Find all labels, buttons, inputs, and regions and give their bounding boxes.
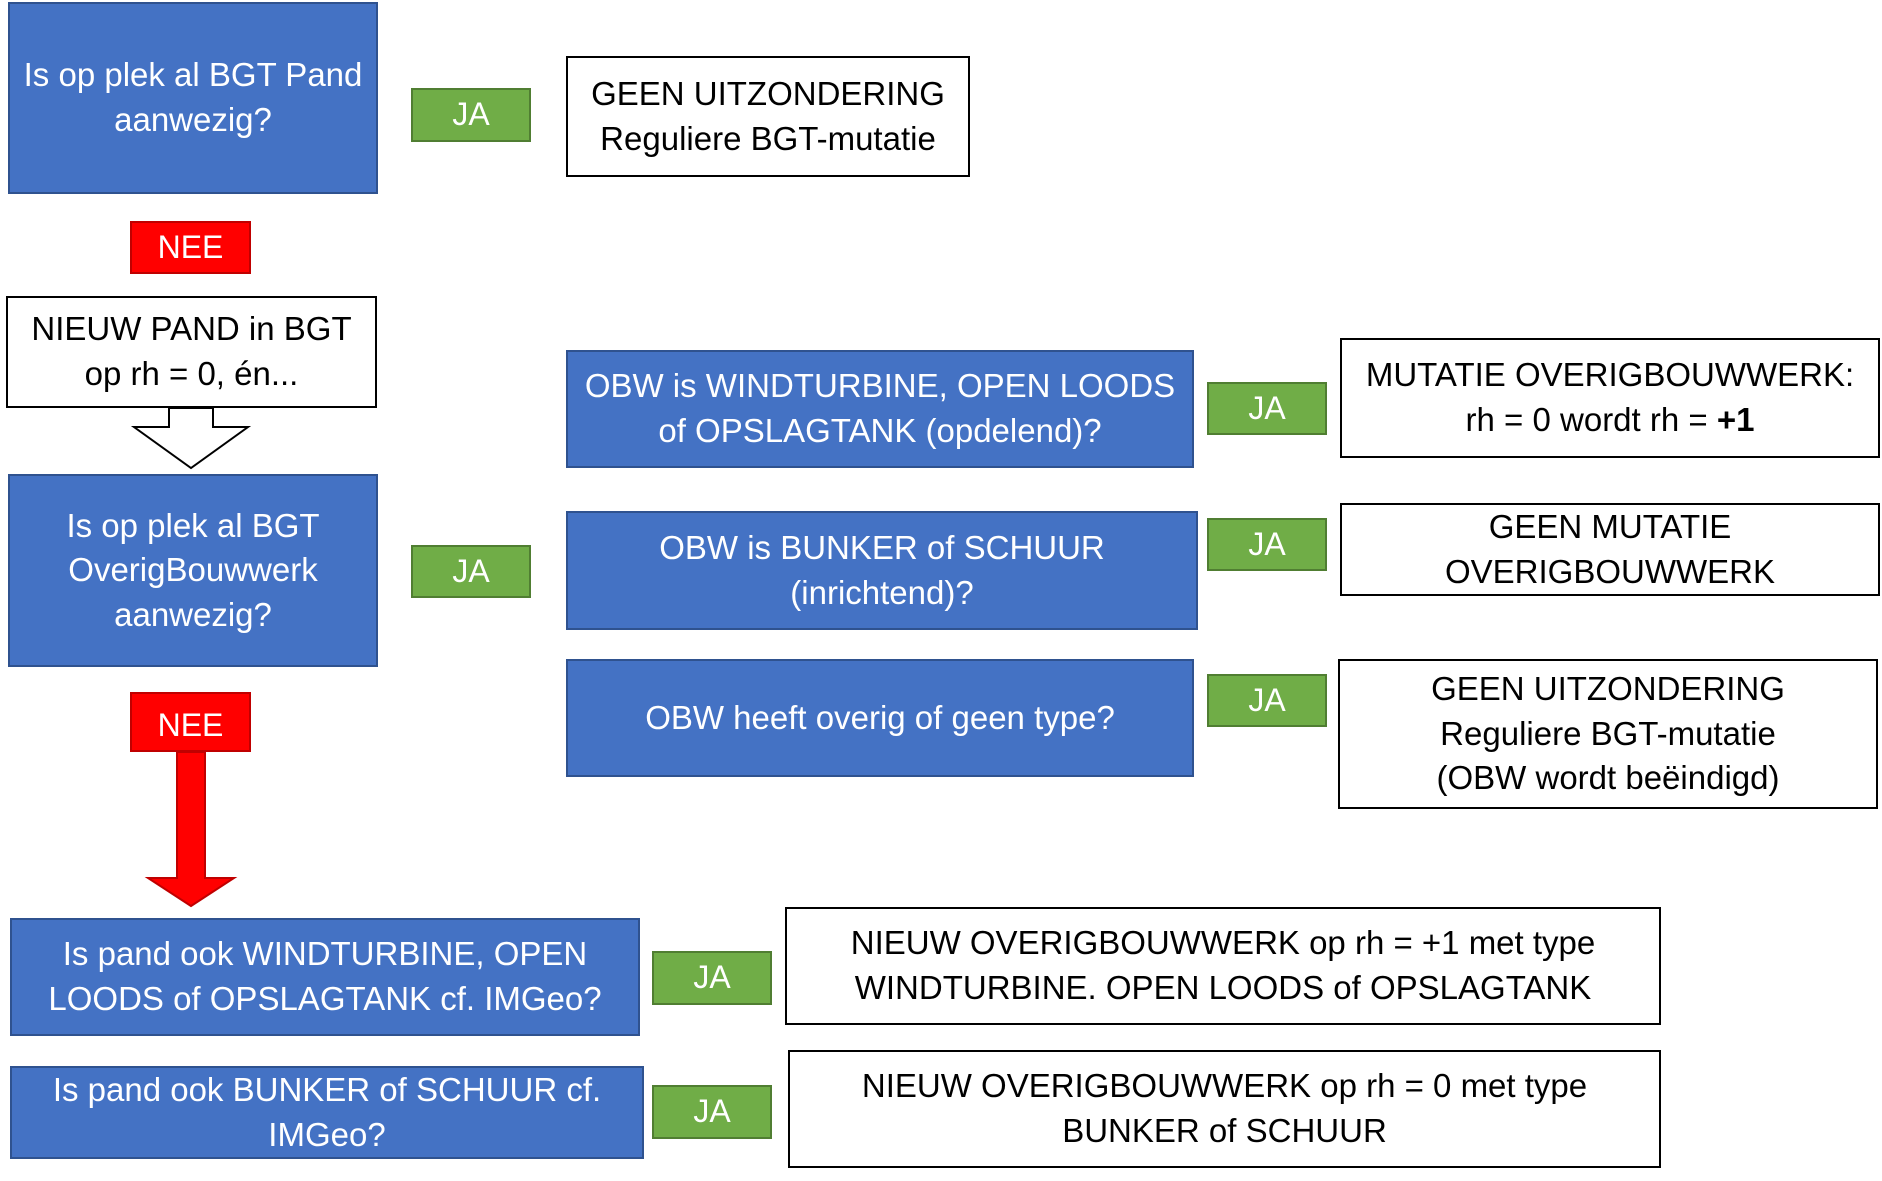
question-obw-windturbine: OBW is WINDTURBINE, OPEN LOODS of OPSLAG… — [566, 350, 1194, 468]
question-bgt-pand: Is op plek al BGT Pand aanwezig? — [8, 2, 378, 194]
question-pand-bunker: Is pand ook BUNKER of SCHUUR cf. IMGeo? — [10, 1066, 644, 1159]
red-down-arrow — [144, 751, 238, 908]
question-obw-geen-type: OBW heeft overig of geen type? — [566, 659, 1194, 777]
question-pand-windturbine: Is pand ook WINDTURBINE, OPEN LOODS of O… — [10, 918, 640, 1036]
result-geen-uitzondering-1: GEEN UITZONDERING Reguliere BGT-mutatie — [566, 56, 970, 177]
label-ja-1: JA — [411, 88, 531, 142]
result-geen-mutatie: GEEN MUTATIE OVERIGBOUWWERK — [1340, 503, 1880, 596]
label-ja-2: JA — [411, 545, 531, 598]
question-bgt-overigbouwwerk: Is op plek al BGT OverigBouwwerk aanwezi… — [8, 474, 378, 667]
label-ja-3: JA — [1207, 382, 1327, 435]
result-geen-uitzondering-2: GEEN UITZONDERING Reguliere BGT-mutatie … — [1338, 659, 1878, 809]
label-ja-7: JA — [652, 1085, 772, 1139]
label-ja-5: JA — [1207, 674, 1327, 727]
result-nieuw-overigbouwwerk-1: NIEUW OVERIGBOUWWERK op rh = +1 met type… — [785, 907, 1661, 1025]
result-nieuw-overigbouwwerk-2: NIEUW OVERIGBOUWWERK op rh = 0 met type … — [788, 1050, 1661, 1168]
question-obw-bunker: OBW is BUNKER of SCHUUR (inrichtend)? — [566, 511, 1198, 630]
label-nee-2: NEE — [130, 692, 251, 752]
label-nee-1: NEE — [130, 221, 251, 274]
label-ja-4: JA — [1207, 518, 1327, 571]
white-down-arrow — [130, 407, 252, 470]
label-ja-6: JA — [652, 951, 772, 1005]
nieuw-pand-box: NIEUW PAND in BGT op rh = 0, én... — [6, 296, 377, 408]
result-mutatie-overigbouwwerk: MUTATIE OVERIGBOUWWERK: rh = 0 wordt rh … — [1340, 338, 1880, 458]
